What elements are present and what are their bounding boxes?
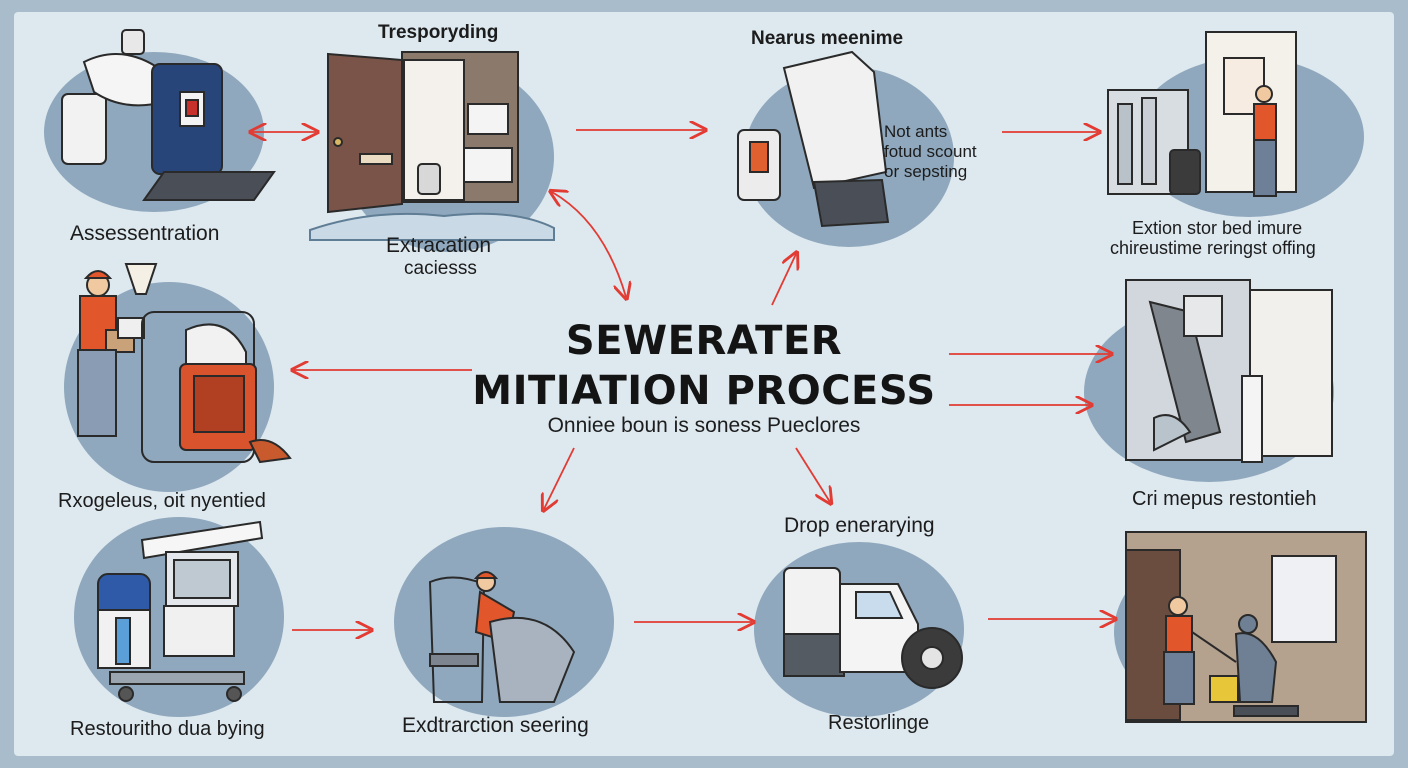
arrow-curve-top [552, 192, 626, 297]
toilet-machine-icon [61, 29, 276, 201]
label-extion-2: chireustime reringst offing [1110, 238, 1316, 258]
worker-cleaning-icon [428, 571, 576, 703]
label-assessment: Assessentration [70, 222, 220, 245]
diagram-graphics [61, 29, 1367, 723]
label-not-ants-3: or sepsting [884, 162, 968, 181]
label-nearus: Nearus meenime [751, 28, 904, 49]
title-line-2: MITIATION PROCESS [472, 368, 936, 414]
pump-unit-icon [141, 311, 292, 464]
diagram-frame: Tresporyding Nearus meenime Assessentrat… [14, 12, 1394, 756]
arrow-center-down-right [795, 447, 830, 502]
worker-tablet-icon [77, 263, 158, 437]
arrow-center-down-left [544, 447, 575, 509]
label-not-ants-1: Not ants [884, 122, 948, 141]
door-icon [309, 51, 555, 241]
workers-mopping-icon [1125, 531, 1367, 723]
air-scrubber-icon [97, 520, 264, 702]
subtitle: Onniee boun is soness Pueclores [547, 414, 861, 437]
label-restoring: Restorlinge [828, 712, 930, 734]
label-drop: Drop enerarying [784, 514, 935, 537]
label-extraction-seering: Exdtrarction seering [402, 714, 589, 737]
arrow-center-up [771, 254, 796, 306]
label-restouritho: Restouritho dua bying [70, 718, 265, 740]
label-cri-mepus: Cri mepus restontieh [1132, 488, 1317, 510]
label-transporting: Tresporyding [378, 22, 499, 43]
label-extraction-top-2: caciesss [404, 258, 477, 279]
label-extraction-top: Extracation [386, 234, 492, 257]
title-line-1: SEWERATER [565, 318, 843, 364]
label-extion-1: Extion stor bed imure [1132, 218, 1303, 238]
label-not-ants-2: fotud scount [884, 142, 977, 161]
pipe-worker-icon [1107, 31, 1297, 197]
toilet-tank-icon [737, 50, 890, 228]
industrial-machine-icon [1125, 279, 1333, 463]
vacuum-truck-icon [783, 567, 963, 689]
label-rxogeleus: Rxogeleus, oit nyentied [58, 490, 266, 512]
